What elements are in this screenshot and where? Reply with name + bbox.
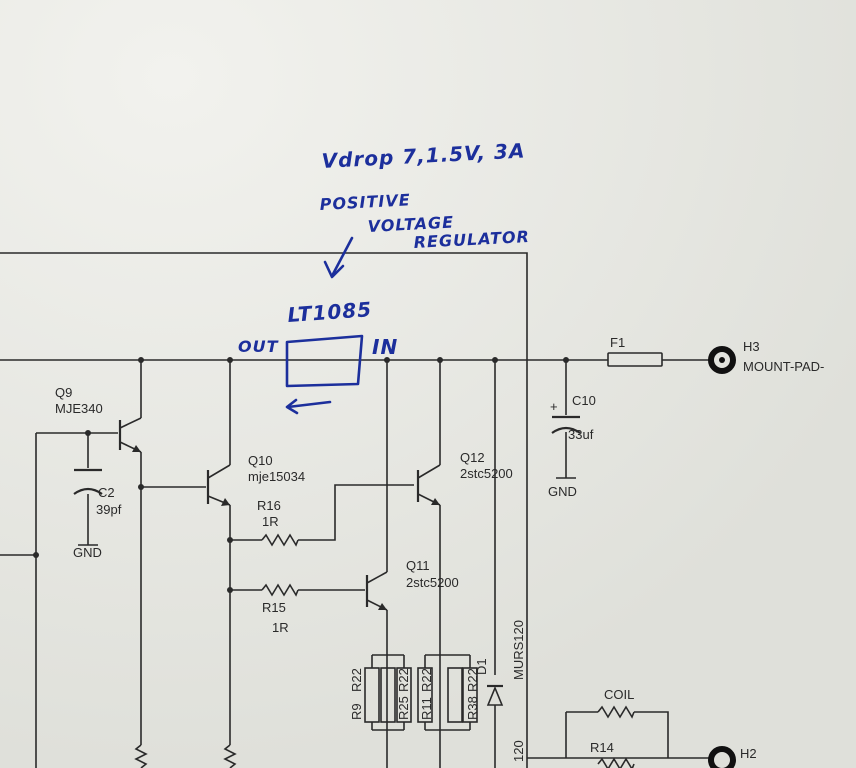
h3-mount-pad-symbol <box>708 346 736 374</box>
c2-value: 39pf <box>96 502 122 517</box>
h3-value: MOUNT-PAD- <box>743 359 824 374</box>
c2-ref: C2 <box>98 485 115 500</box>
wires <box>0 252 712 768</box>
q9-transistor-symbol <box>118 417 142 453</box>
q11-ref: Q11 <box>406 558 430 573</box>
q11-value: 2stc5200 <box>406 575 459 590</box>
r15-value: 1R <box>272 620 289 635</box>
q12-ref: Q12 <box>460 450 485 465</box>
h3-ref: H3 <box>743 339 760 354</box>
q10-transistor-symbol <box>206 464 231 506</box>
r22b-ref: R22 <box>396 668 411 692</box>
q10-ref: Q10 <box>248 453 273 468</box>
c10-gnd: GND <box>548 484 577 499</box>
q12-transistor-symbol <box>416 464 441 506</box>
c2-gnd: GND <box>73 545 102 560</box>
r16-resistor-symbol <box>261 533 299 547</box>
r15-resistor-symbol <box>261 583 299 597</box>
q12-value: 2stc5200 <box>460 466 513 481</box>
h2-ref: H2 <box>740 746 757 761</box>
r38-ref: R38 <box>465 696 480 720</box>
d1-value-2: 120 <box>511 740 526 762</box>
left-resistor-stub-1 <box>134 744 148 768</box>
out-annotation: OUT <box>238 337 279 356</box>
r22d-ref: R22 <box>465 668 480 692</box>
r16-ref: R16 <box>257 498 281 513</box>
in-annotation: IN <box>372 335 398 359</box>
coil-resistor-symbol <box>597 705 635 719</box>
r14-resistor-symbol <box>597 757 635 768</box>
junction-dots <box>33 357 569 593</box>
q9-value: MJE340 <box>55 401 103 416</box>
q10-value: mje15034 <box>248 469 305 484</box>
q9-ref: Q9 <box>55 385 72 400</box>
r22a-ref: R22 <box>349 668 364 692</box>
c10-ref: C10 <box>572 393 596 408</box>
r22c-ref: R22 <box>419 668 434 692</box>
voltage-annotation: VOLTAGE <box>367 213 454 236</box>
positive-annotation: POSITIVE <box>319 190 411 214</box>
r16-value: 1R <box>262 514 279 529</box>
handdrawn-marks <box>285 236 364 415</box>
r14-ref: R14 <box>590 740 614 755</box>
r15-ref: R15 <box>262 600 286 615</box>
c10-value: 33uf <box>568 427 594 442</box>
f1-ref: F1 <box>610 335 625 350</box>
resistor-bank-symbols <box>364 667 478 723</box>
f1-fuse-symbol <box>607 352 663 367</box>
c10-plus: + <box>550 399 558 414</box>
d1-ref: D1 <box>474 658 489 675</box>
q11-transistor-symbol <box>365 571 388 611</box>
r9-ref: R9 <box>349 703 364 720</box>
d1-diode-symbol <box>486 684 504 706</box>
c2-capacitor-symbol <box>73 468 103 546</box>
r11-ref: R11 <box>419 697 434 720</box>
h2-mount-pad-symbol <box>708 746 736 768</box>
r25-ref: R25 <box>396 696 411 720</box>
left-resistor-stub-2 <box>223 744 237 768</box>
lt1085-annotation: LT1085 <box>287 297 373 327</box>
c10-capacitor-symbol <box>551 415 581 479</box>
d1-value: MURS120 <box>511 620 526 680</box>
coil-ref: COIL <box>604 687 634 702</box>
